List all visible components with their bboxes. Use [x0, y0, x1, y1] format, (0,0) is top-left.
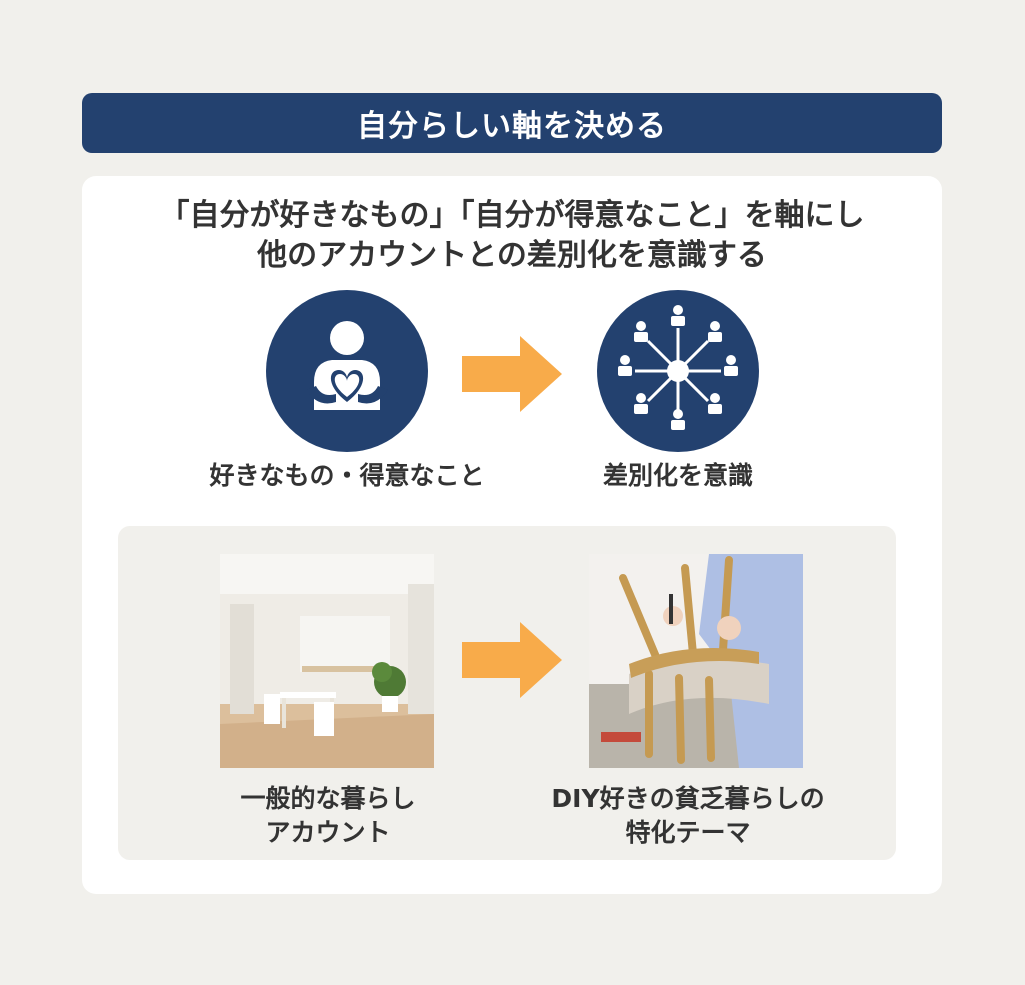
headline-line-1: 「自分が好きなもの」「自分が得意なこと」を軸にし [159, 198, 865, 233]
example-right-line-1: DIY好きの貧乏暮らしの [551, 784, 825, 813]
network-people-icon [597, 290, 759, 452]
header-bar: 自分らしい軸を決める [82, 93, 942, 153]
example-left-line-2: アカウント [265, 818, 391, 847]
example-left-line-1: 一般的な暮らし [240, 784, 416, 813]
diy-chair-photo [589, 554, 803, 768]
header-title: 自分らしい軸を決める [357, 109, 667, 144]
headline-line-2: 他のアカウントとの差別化を意識する [257, 238, 767, 273]
person-holding-heart-icon [266, 290, 428, 452]
example-left-caption: 一般的な暮らし アカウント [158, 782, 498, 850]
dining-room-photo [220, 554, 434, 768]
arrow-right-icon [462, 336, 562, 412]
arrow-right-icon [462, 622, 562, 698]
example-right-caption: DIY好きの貧乏暮らしの 特化テーマ [518, 782, 858, 850]
example-right-line-2: 特化テーマ [625, 818, 751, 847]
example-box: 一般的な暮らし アカウント DIY好きの貧乏暮らしの 特化テーマ [118, 526, 896, 860]
left-caption: 好きなもの・得意なこと [209, 461, 485, 490]
right-caption: 差別化を意識 [602, 461, 753, 490]
content-card: 「自分が好きなもの」「自分が得意なこと」を軸にし 他のアカウントとの差別化を意識… [82, 176, 942, 894]
